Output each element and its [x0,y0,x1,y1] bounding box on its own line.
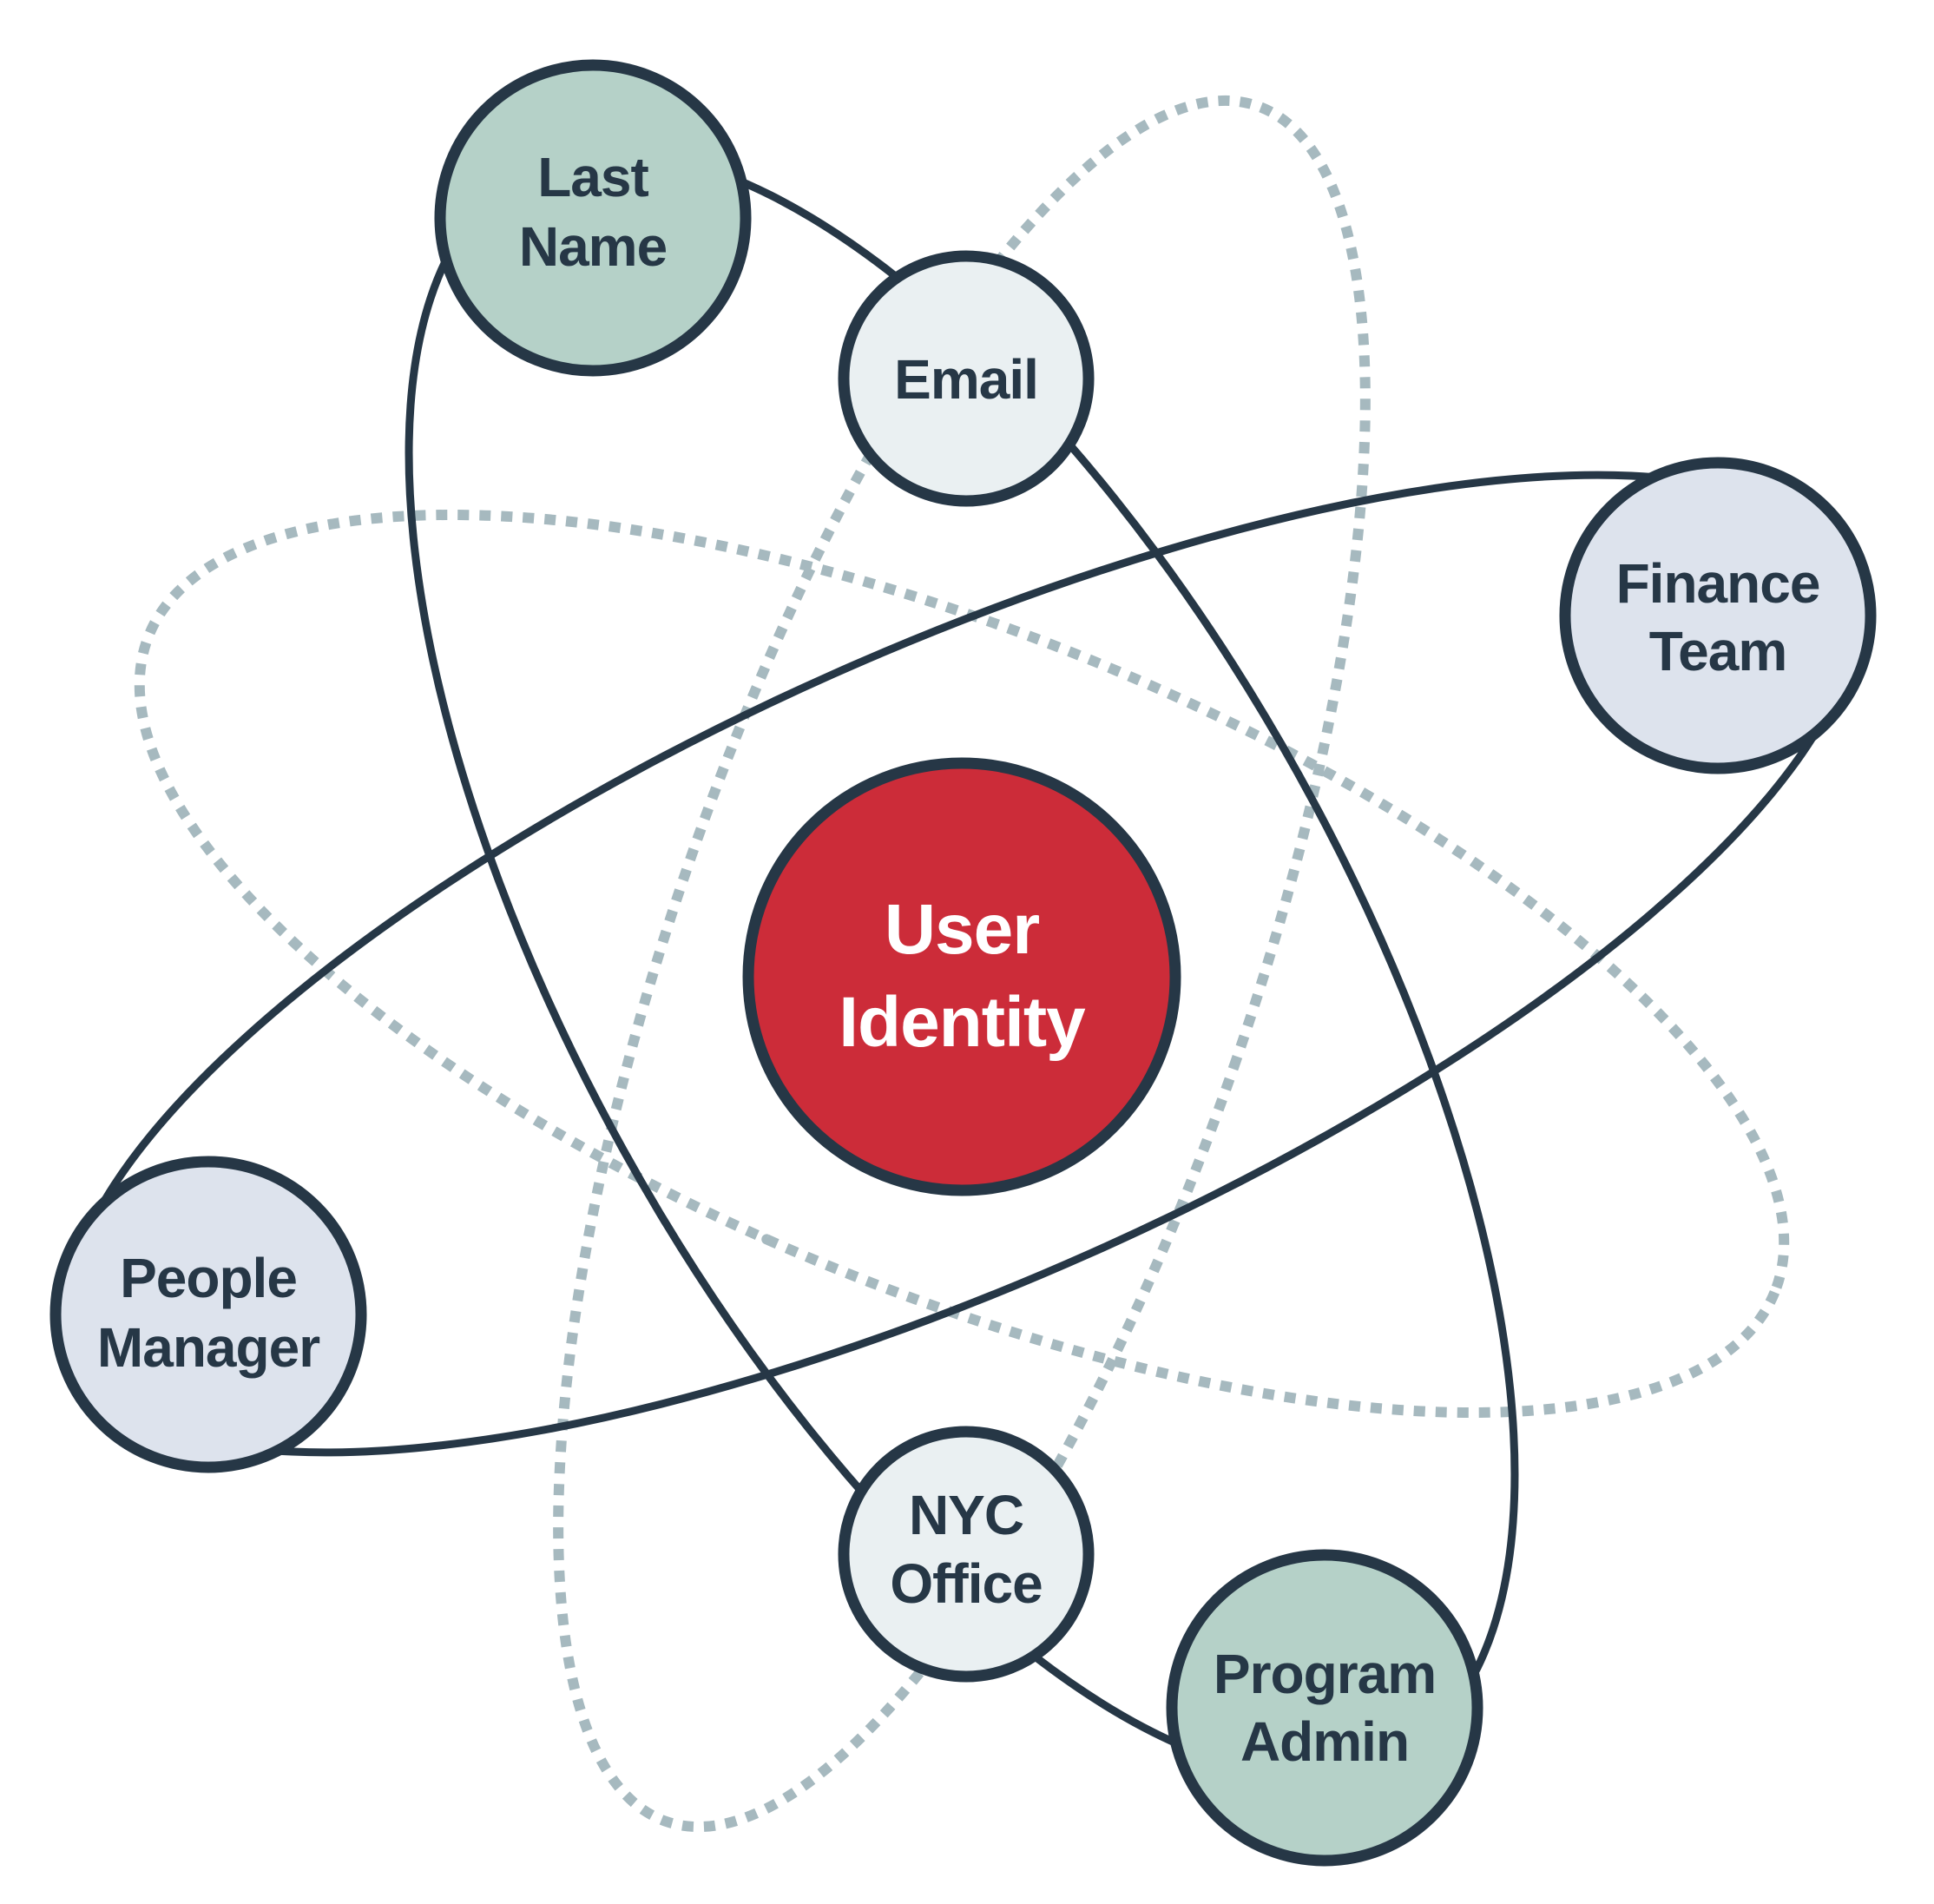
last-name-circle [434,59,752,377]
nyc-office-circle [838,1426,1095,1683]
nyc-office-label-line-2: Office [890,1552,1042,1615]
center-label-line-2: Identity [839,983,1086,1062]
people-manager-label-line-2: Manager [97,1316,319,1379]
node-last-name: Last Name [434,59,752,377]
nyc-office-label-line-1: NYC [909,1484,1023,1546]
dotted-orbits [134,95,1790,1833]
node-nyc-office: NYC Office [838,1426,1095,1683]
node-program-admin: Program Admin [1166,1549,1483,1867]
last-name-label-line-2: Name [519,215,667,278]
email-circle [838,250,1095,507]
dotted-orbit-horizontal [134,510,1790,1418]
node-people-manager: People Manager [49,1156,367,1473]
finance-team-circle [1559,457,1877,774]
people-manager-circle [49,1156,367,1473]
people-manager-label-line-1: People [120,1247,297,1309]
finance-team-label-line-2: Team [1649,620,1786,682]
program-admin-label-line-1: Program [1214,1643,1436,1705]
program-admin-circle [1166,1549,1483,1867]
center-label-line-1: User [885,890,1039,969]
center-node-user-identity: User Identity [742,757,1181,1196]
dotted-orbit-vertical [553,95,1371,1833]
program-admin-label-line-2: Admin [1240,1710,1409,1773]
node-email: Email [838,250,1095,507]
last-name-label-line-1: Last [537,146,648,208]
center-circle [742,757,1181,1196]
finance-team-label-line-1: Finance [1616,552,1820,615]
node-finance-team: Finance Team [1559,457,1877,774]
email-label: Email [894,348,1038,411]
